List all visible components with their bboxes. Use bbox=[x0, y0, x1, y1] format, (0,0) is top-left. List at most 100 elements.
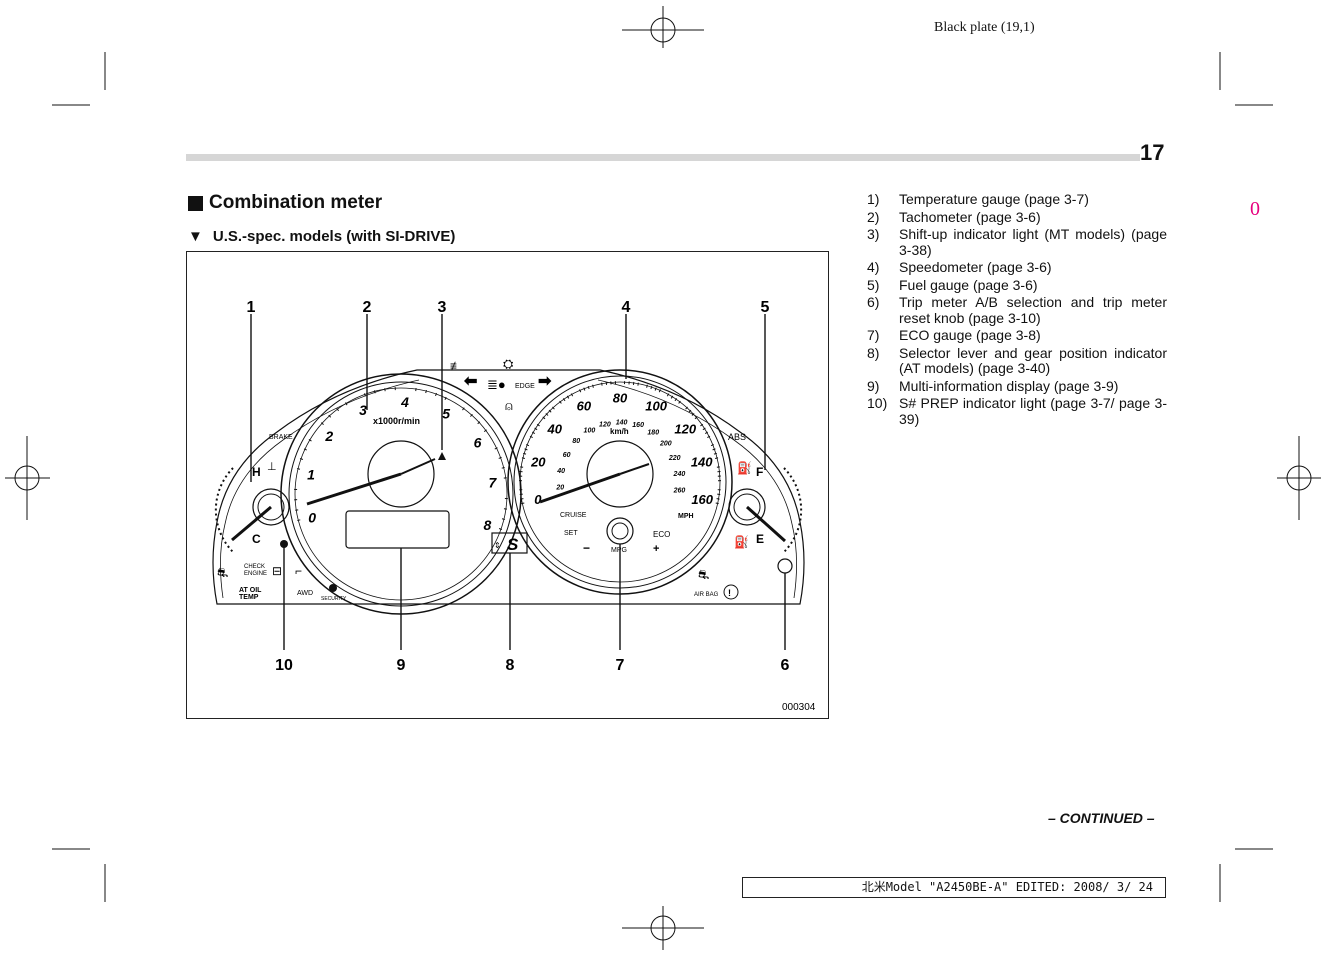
speed-tick bbox=[531, 431, 536, 434]
speed-kmh-number: 120 bbox=[599, 421, 611, 428]
legend-item: 2)Tachometer (page 3-6) bbox=[867, 208, 1167, 226]
tach-tick bbox=[494, 447, 498, 450]
speed-tick bbox=[559, 400, 562, 404]
legend-item: 9)Multi-information display (page 3-9) bbox=[867, 377, 1167, 395]
legend-item: 7)ECO gauge (page 3-8) bbox=[867, 327, 1167, 344]
speed-tick bbox=[707, 435, 711, 438]
speed-mph-number: 160 bbox=[691, 492, 713, 507]
speed-tick bbox=[702, 427, 706, 431]
speed-kmh-number: 40 bbox=[556, 468, 565, 475]
speed-tick bbox=[529, 435, 533, 438]
speed-tick bbox=[592, 384, 594, 388]
tach-number: 6 bbox=[474, 435, 482, 451]
legend-item-text: Trip meter A/B selection and trip meter … bbox=[899, 294, 1167, 326]
abs-label: ABS bbox=[728, 432, 746, 442]
eco-plus-label: + bbox=[653, 543, 659, 555]
tach-tick bbox=[297, 519, 301, 522]
speed-tick bbox=[712, 448, 716, 451]
seatbelt-icon: ⍝ bbox=[505, 398, 513, 413]
oil-can-icon: ⌐ bbox=[295, 564, 302, 578]
legend-item-number: 5) bbox=[867, 276, 880, 293]
legend-item-number: 1) bbox=[867, 191, 880, 207]
registration-mark-left bbox=[5, 436, 50, 520]
speed-tick bbox=[583, 387, 586, 391]
callout-7: 7 bbox=[616, 657, 625, 674]
speed-kmh-number: 60 bbox=[563, 452, 571, 459]
speed-mph-number: 40 bbox=[546, 421, 562, 436]
section-title: Combination meter bbox=[188, 192, 382, 214]
tach-tick bbox=[498, 528, 503, 530]
square-bullet-icon bbox=[188, 195, 203, 211]
tach-number: 5 bbox=[442, 405, 450, 421]
lower-right-indicators: ⛐ AIR BAG ! bbox=[694, 558, 793, 600]
mph-unit-label: MPH bbox=[678, 513, 694, 520]
callout-1: 1 bbox=[247, 299, 256, 316]
speed-tick bbox=[650, 385, 653, 390]
legend-item-text: Temperature gauge (page 3-7) bbox=[899, 191, 1089, 207]
speed-tick bbox=[520, 498, 524, 500]
legend-item-number: 9) bbox=[867, 377, 880, 394]
legend-item-number: 2) bbox=[867, 208, 880, 225]
speed-tick bbox=[658, 389, 661, 393]
speed-tick bbox=[566, 395, 570, 399]
tach-tick bbox=[444, 396, 447, 400]
traction-icon: ⛐ bbox=[217, 565, 228, 580]
speed-tick bbox=[601, 382, 603, 386]
speed-tick bbox=[637, 382, 639, 386]
tach-tick bbox=[345, 402, 348, 406]
turn-left-arrow-icon: ⬅ bbox=[463, 373, 477, 390]
high-beam-icon: ≣● bbox=[487, 377, 506, 392]
tach-tick bbox=[308, 439, 312, 442]
registration-mark-bottom bbox=[622, 906, 704, 950]
si-drive-letter: S bbox=[507, 535, 519, 554]
tach-number: 7 bbox=[488, 475, 497, 491]
callout-legend: 1) Temperature gauge (page 3-7)2)Tachomet… bbox=[867, 191, 1167, 429]
speed-tick bbox=[688, 409, 692, 413]
tach-tick bbox=[296, 468, 301, 470]
tpms-icon bbox=[723, 584, 739, 600]
svg-text:!: ! bbox=[728, 588, 731, 598]
gear-arrows-icon: ⇕ bbox=[494, 541, 501, 550]
speed-mph-number: 0 bbox=[534, 492, 542, 507]
legend-item-number: 8) bbox=[867, 344, 880, 361]
at-oil-temp-label-2: TEMP bbox=[239, 594, 259, 601]
temp-h-label: H bbox=[252, 465, 261, 479]
speed-tick bbox=[542, 416, 546, 420]
speed-tick bbox=[654, 387, 657, 391]
tach-tick bbox=[373, 390, 376, 394]
legend-item-text: Speedometer (page 3-6) bbox=[899, 259, 1052, 275]
speed-tick bbox=[534, 427, 538, 431]
callout-8: 8 bbox=[506, 657, 515, 674]
speed-tick bbox=[670, 395, 674, 399]
triangle-down-icon: ▼ bbox=[188, 228, 203, 245]
speed-tick bbox=[715, 502, 719, 505]
callout-5: 5 bbox=[761, 299, 770, 316]
speed-tick bbox=[674, 398, 678, 402]
callout-4: 4 bbox=[622, 299, 631, 316]
vdc-icon: ⛐ bbox=[698, 567, 709, 582]
fuel-gauge: F E ⛽ ⛽ bbox=[728, 461, 803, 553]
speed-tick bbox=[526, 444, 530, 447]
battery-icon: ⊟ bbox=[272, 564, 282, 578]
speed-ticks bbox=[519, 381, 721, 505]
eco-minus-label: − bbox=[583, 541, 590, 555]
speed-mph-number: 20 bbox=[530, 455, 546, 470]
air-bag-label: AIR BAG bbox=[694, 592, 719, 598]
tach-tick bbox=[328, 414, 332, 418]
speed-tick bbox=[646, 384, 648, 388]
speed-tick bbox=[579, 389, 582, 393]
speed-tick bbox=[521, 502, 525, 505]
callout-10: 10 bbox=[275, 657, 293, 674]
temp-c-label: C bbox=[252, 532, 261, 546]
speed-tick bbox=[545, 413, 549, 416]
speed-tick bbox=[713, 452, 717, 455]
legend-item: 10)S# PREP indicator light (page 3-7/ pa… bbox=[867, 395, 1167, 427]
speed-tick bbox=[704, 431, 709, 434]
legend-item-text: Fuel gauge (page 3-6) bbox=[899, 276, 1038, 293]
